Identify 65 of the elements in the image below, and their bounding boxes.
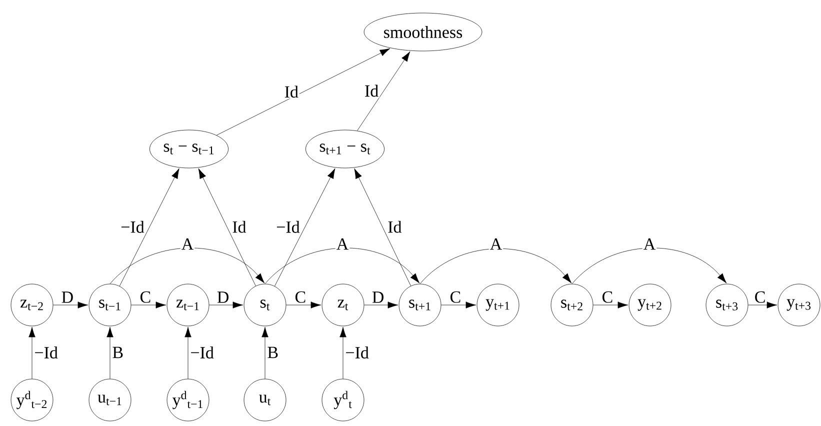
circle-node: y$_{t+1}$ xyxy=(476,284,520,326)
edge-label: −Id xyxy=(121,220,144,233)
edge-label: C xyxy=(602,291,612,303)
circle-node: y$^{d}$t xyxy=(322,378,364,422)
arrow xyxy=(340,326,346,379)
arrow xyxy=(209,302,244,308)
edge-label: B xyxy=(112,346,123,358)
circle-node: z$_{t−1}$ xyxy=(166,284,210,326)
circle-node: z$_{t−2}$ xyxy=(10,284,54,326)
circle-node: z$_{t}$ xyxy=(322,284,364,326)
arrow xyxy=(262,326,268,379)
arrow xyxy=(441,302,476,308)
arrow xyxy=(216,48,390,136)
edge-label: C xyxy=(450,291,460,303)
ellipse-node: s$_{t}$ − s$_{t−1}$ xyxy=(150,130,229,168)
arrow xyxy=(119,168,180,286)
edge-label: −Id xyxy=(35,346,58,358)
arrow xyxy=(106,326,114,379)
edge-label: Id xyxy=(365,84,378,97)
arrow xyxy=(28,326,36,379)
arrow xyxy=(198,168,256,286)
circle-node: s$_{t−1}$ xyxy=(88,284,132,326)
edge-label: A xyxy=(490,238,502,250)
arrow xyxy=(748,302,778,308)
edge-label: −Id xyxy=(191,346,214,358)
edge-label: D xyxy=(372,292,384,303)
arrow xyxy=(572,248,727,284)
circle-node: s$_{t}$ xyxy=(244,284,286,326)
edge-label: −Id xyxy=(346,346,369,358)
arrow xyxy=(184,326,192,379)
edge-label: C xyxy=(140,291,150,303)
circle-node: y$_{t+3}$ xyxy=(778,284,820,326)
arrow xyxy=(131,302,166,308)
edge-label: Id xyxy=(284,86,298,98)
arrow xyxy=(420,248,572,284)
circle-node: y$^{d}$t−1 xyxy=(166,378,210,422)
circle-node: y$^{d}$t−2 xyxy=(10,378,54,422)
edge-label: Id xyxy=(232,220,246,233)
ellipse-node: s$_{t+1}$ − s$_{t}$ xyxy=(306,130,385,168)
arrow xyxy=(354,168,412,286)
edge-label: C xyxy=(295,291,306,303)
arrow xyxy=(53,302,88,308)
circle-node: s$_{t+3}$ xyxy=(706,284,748,326)
ellipse-node: smoothness xyxy=(364,12,482,52)
edge-label: A xyxy=(182,238,194,250)
circle-node: y$_{t+2}$ xyxy=(628,284,672,326)
arrow xyxy=(364,302,398,308)
edge-label: D xyxy=(62,292,73,303)
circle-node: s$_{t+1}$ xyxy=(398,284,442,326)
circle-node: u$_{t}$ xyxy=(244,378,286,422)
edge-label: B xyxy=(268,346,278,358)
edge-label: C xyxy=(755,291,765,303)
arrow xyxy=(110,248,265,284)
edge-label: D xyxy=(217,292,228,303)
arrow xyxy=(286,302,322,308)
edge-label: A xyxy=(644,238,656,250)
arrow xyxy=(264,248,420,284)
circle-node: s$_{t+2}$ xyxy=(550,284,594,326)
arrow xyxy=(274,168,336,286)
circle-node: u$_{t−1}$ xyxy=(88,378,132,422)
arrow xyxy=(593,302,628,308)
edge-label: A xyxy=(336,238,349,250)
edge-label: Id xyxy=(388,220,402,233)
arrow xyxy=(356,51,410,131)
edge-label: −Id xyxy=(276,220,300,233)
